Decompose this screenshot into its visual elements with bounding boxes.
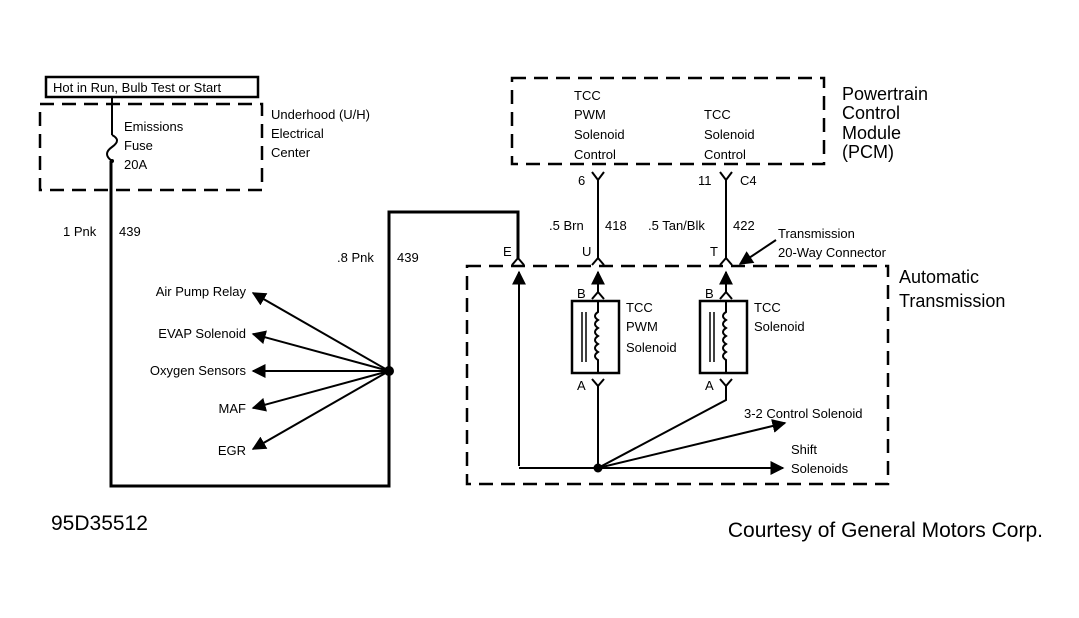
svg-text:A: A <box>577 378 586 393</box>
svg-text:A: A <box>705 378 714 393</box>
pcm-tcc-control-label: TCC Solenoid Control <box>704 107 755 162</box>
pcm-pin-11: 11 <box>698 173 712 188</box>
power-source-label: Hot in Run, Bulb Test or Start <box>53 80 222 95</box>
svg-text:B: B <box>577 286 586 301</box>
pcm-pin-6-connector <box>591 171 605 258</box>
svg-text:TCC: TCC <box>754 300 781 315</box>
svg-text:Control: Control <box>574 147 616 162</box>
svg-text:Solenoid: Solenoid <box>704 127 755 142</box>
connector-pin-u-symbol <box>591 256 605 266</box>
trans-connector-label-line2: 20-Way Connector <box>778 245 887 260</box>
automatic-transmission-label-line1: Automatic <box>899 267 979 287</box>
arrow-3-2-control-solenoid <box>597 419 787 469</box>
trans-connector-label-line1: Transmission <box>778 226 855 241</box>
automatic-transmission-box <box>465 264 890 486</box>
load-maf: MAF <box>219 401 247 416</box>
load-evap-solenoid: EVAP Solenoid <box>158 326 246 341</box>
pcm-connector-c4: C4 <box>740 173 757 188</box>
pcm-label: Powertrain Control Module (PCM) <box>842 84 928 162</box>
svg-text:Control: Control <box>842 103 900 123</box>
arrow-egr <box>251 370 390 450</box>
svg-text:Module: Module <box>842 123 901 143</box>
fuse-label-line1: Emissions <box>124 119 184 134</box>
svg-text:Solenoid: Solenoid <box>626 340 677 355</box>
svg-text:Control: Control <box>704 147 746 162</box>
svg-text:Solenoid: Solenoid <box>754 319 805 334</box>
connector-pin-t: T <box>710 244 718 259</box>
wire-439-left-gauge: 1 Pnk <box>63 224 97 239</box>
figure-id: 95D35512 <box>51 512 148 535</box>
load-3-2-control-solenoid: 3-2 Control Solenoid <box>744 406 863 421</box>
svg-text:PWM: PWM <box>626 319 658 334</box>
svg-text:(PCM): (PCM) <box>842 142 894 162</box>
svg-text:B: B <box>705 286 714 301</box>
connector-pin-t-symbol <box>719 256 733 266</box>
tcc-solenoid: B TCC Solenoid A <box>597 286 805 469</box>
wire-439-left-circuit: 439 <box>119 224 141 239</box>
svg-text:PWM: PWM <box>574 107 606 122</box>
pcm-pwm-control-label: TCC PWM Solenoid Control <box>574 88 625 162</box>
underhood-center-box <box>38 102 264 192</box>
wire-439-right-gauge: .8 Pnk <box>337 250 374 265</box>
pcm-pin-6: 6 <box>578 173 585 188</box>
automatic-transmission-label-line2: Transmission <box>899 291 1005 311</box>
connector-pin-e-symbol <box>511 256 525 266</box>
arrow-evap-solenoid <box>251 330 390 372</box>
fuse-label-line3: 20A <box>124 157 147 172</box>
tcc-pwm-solenoid: B TCC PWM Solenoid A <box>570 286 677 468</box>
load-shift-solenoids-line2: Solenoids <box>791 461 849 476</box>
connector-pin-u: U <box>582 244 591 259</box>
svg-text:Solenoid: Solenoid <box>574 127 625 142</box>
credit-text: Courtesy of General Motors Corp. <box>728 519 1043 542</box>
svg-text:Powertrain: Powertrain <box>842 84 928 104</box>
wire-422-gauge: .5 Tan/Blk <box>648 218 705 233</box>
load-oxygen-sensors: Oxygen Sensors <box>150 363 247 378</box>
arrow-maf <box>251 370 390 412</box>
fuse-label-line2: Fuse <box>124 138 153 153</box>
wire-418-gauge: .5 Brn <box>549 218 584 233</box>
wire-439 <box>109 161 520 488</box>
svg-text:Center: Center <box>271 145 311 160</box>
svg-text:TCC: TCC <box>626 300 653 315</box>
wire-422-circuit: 422 <box>733 218 755 233</box>
wire-439-right-circuit: 439 <box>397 250 419 265</box>
svg-text:Underhood (U/H): Underhood (U/H) <box>271 107 370 122</box>
svg-text:TCC: TCC <box>704 107 731 122</box>
svg-text:TCC: TCC <box>574 88 601 103</box>
pcm-pin-11-connector <box>719 171 733 258</box>
trans-connector-pointer-arrow <box>738 239 777 265</box>
wire-418-circuit: 418 <box>605 218 627 233</box>
svg-text:Electrical: Electrical <box>271 126 324 141</box>
connector-pin-e: E <box>503 244 512 259</box>
power-source-box: Hot in Run, Bulb Test or Start <box>44 75 260 99</box>
emissions-fuse: Emissions Fuse 20A <box>106 97 184 172</box>
load-shift-solenoids-line1: Shift <box>791 442 817 457</box>
load-egr: EGR <box>218 443 246 458</box>
arrow-air-pump-relay <box>251 292 390 372</box>
pcm-box <box>510 76 826 166</box>
load-air-pump-relay: Air Pump Relay <box>156 284 247 299</box>
underhood-center-label: Underhood (U/H) Electrical Center <box>271 107 370 160</box>
